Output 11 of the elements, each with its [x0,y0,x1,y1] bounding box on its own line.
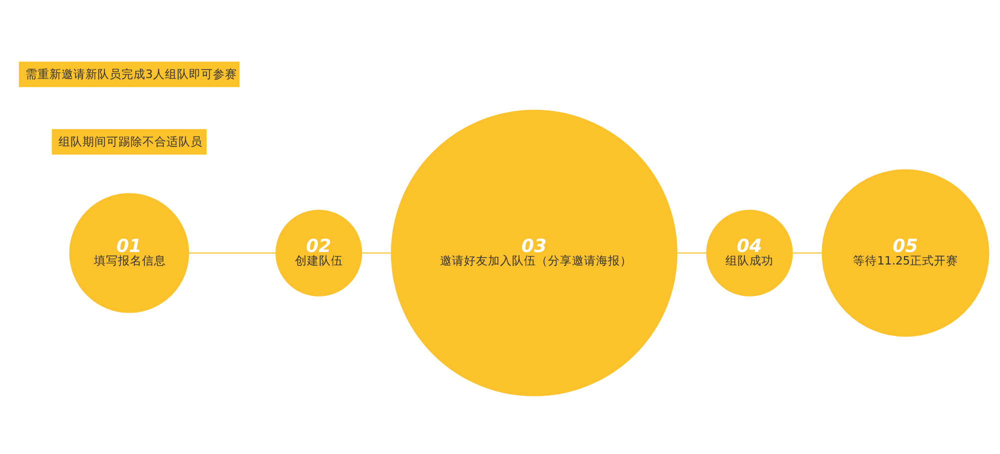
connector [188,252,276,254]
node-circle: 02 创建队伍 [274,210,362,296]
connector [362,252,391,254]
connector [676,252,706,254]
label: 组队期间可踢除不合适队员 [58,134,202,148]
node-circle: 04 组队成功 [706,210,792,296]
node-circle: 05 等待11.25正式开赛 [821,169,989,337]
node-circle: 03 邀请好友加入队伍（分享邀请海报） [390,110,677,396]
node-circle: 01 填写报名信息 [68,193,189,313]
connector [792,252,822,254]
label: 需重新邀请新队员完成3人组队即可参赛 [24,66,236,81]
